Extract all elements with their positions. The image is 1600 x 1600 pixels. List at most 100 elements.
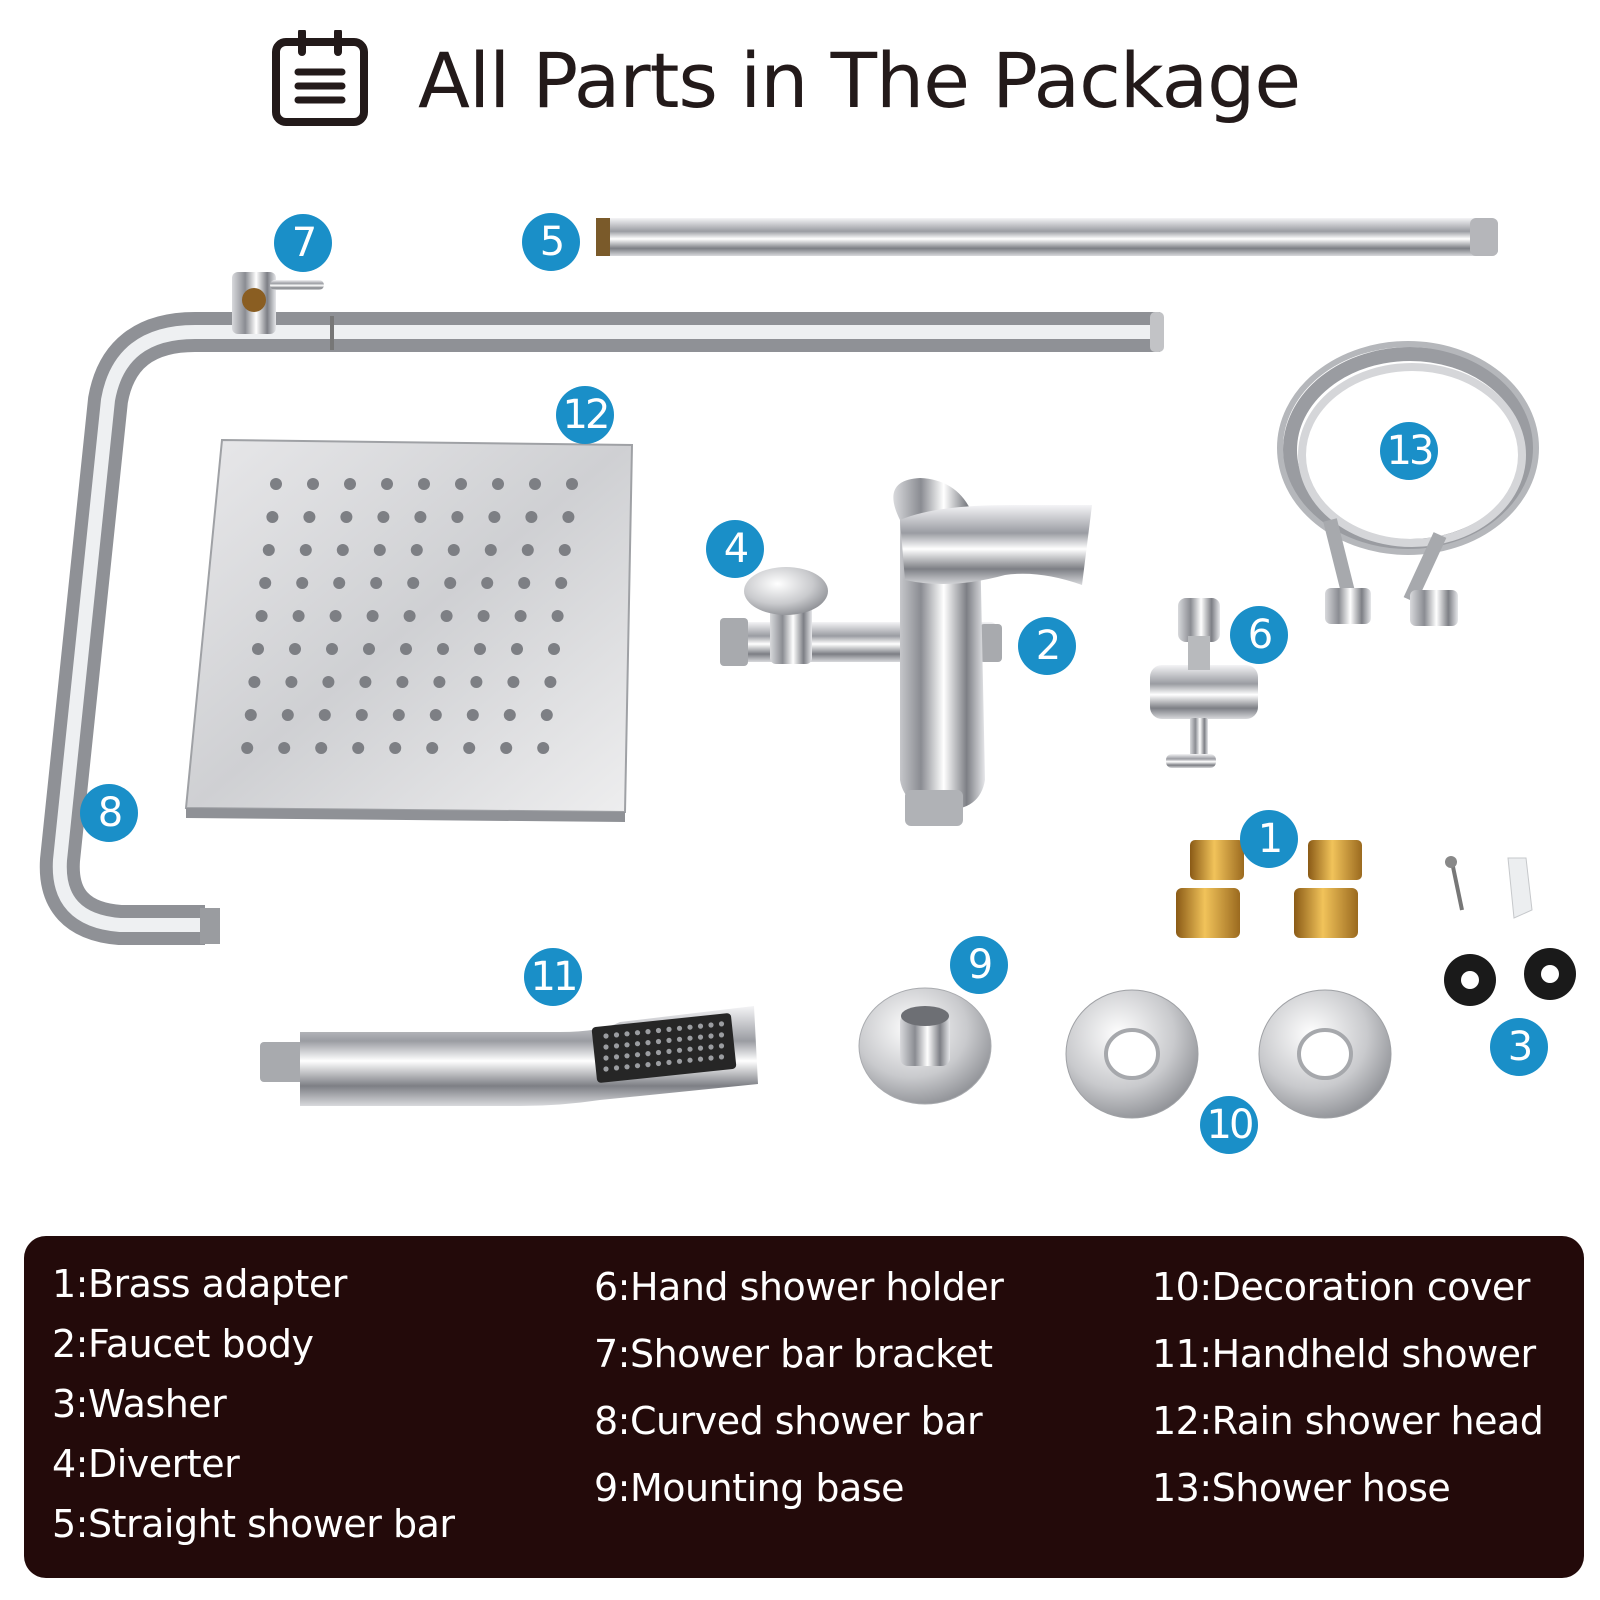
handheld-nozzles [603, 1021, 725, 1072]
nozzle-dot [403, 610, 416, 622]
nozzle-dot [666, 1059, 672, 1065]
part-badge-8: 8 [80, 784, 138, 842]
nozzle-dot [624, 1042, 630, 1048]
nozzle-dot [687, 1024, 693, 1030]
nozzle-dot [359, 676, 372, 688]
nozzle-dot [481, 577, 494, 589]
nozzle-dot [603, 1066, 609, 1072]
nozzle-dot [255, 610, 268, 622]
nozzle-dot [537, 742, 550, 754]
nozzle-dot [340, 511, 353, 523]
nozzle-dot [377, 511, 390, 523]
part-badge-6: 6 [1230, 606, 1288, 664]
nozzle-dot [613, 1032, 620, 1038]
nozzle-dot [303, 511, 316, 523]
nozzle-dot [645, 1051, 651, 1057]
hand-shower-holder [1150, 598, 1258, 768]
shower-hose [1277, 341, 1539, 626]
part-badge-9: 9 [950, 936, 1008, 994]
nozzle-dot [613, 1043, 620, 1049]
header: All Parts in The Package [0, 28, 1600, 128]
part-badge-4: 4 [706, 520, 764, 578]
nozzle-dot [518, 577, 531, 589]
part-badge-11: 11 [524, 948, 582, 1006]
clipboard-list-icon [272, 30, 368, 126]
nozzle-dot [355, 709, 368, 721]
legend-item: 8:Curved shower bar [594, 1399, 983, 1443]
part-badge-10: 10 [1200, 1096, 1258, 1154]
nozzle-dot [484, 544, 497, 556]
nozzle-dot [676, 1047, 683, 1053]
nozzle-dot [708, 1033, 714, 1039]
nozzle-dot [676, 1058, 683, 1064]
legend-item: 9:Mounting base [594, 1466, 905, 1510]
legend-item: 11:Handheld shower [1152, 1332, 1536, 1376]
nozzle-dot [613, 1065, 620, 1071]
nozzle-dot [307, 478, 319, 490]
nozzle-dot [418, 478, 430, 490]
nozzle-dot [414, 511, 427, 523]
parts-legend: 1:Brass adapter 2:Faucet body 3:Washer 4… [24, 1236, 1584, 1578]
nozzle-dot [603, 1033, 609, 1039]
rain-shower-head [184, 438, 634, 822]
nozzle-dot [492, 478, 504, 490]
nozzle-dot [470, 676, 483, 688]
nozzle-dot [697, 1023, 704, 1029]
nozzle-dot [655, 1049, 662, 1056]
nozzle-dot [603, 1044, 609, 1050]
nozzle-dot [447, 544, 460, 556]
screw-and-anchor [1445, 856, 1533, 919]
legend-item: 3:Washer [52, 1382, 227, 1426]
nozzle-dot [370, 577, 383, 589]
nozzle-dot [558, 544, 571, 556]
nozzle-dot [396, 676, 409, 688]
nozzle-dot [666, 1048, 672, 1054]
legend-item: 12:Rain shower head [1152, 1399, 1544, 1443]
nozzle-dot [503, 709, 516, 721]
nozzle-dot [525, 511, 538, 523]
diverter [744, 567, 828, 664]
nozzle-dot [296, 577, 309, 589]
nozzle-dot [634, 1041, 641, 1047]
nozzle-dot [477, 610, 490, 622]
nozzle-dot [281, 709, 294, 721]
nozzle-dot [718, 1032, 725, 1038]
nozzle-dot [426, 742, 439, 754]
nozzle-dot [544, 676, 557, 688]
nozzle-dot [259, 577, 272, 589]
nozzle-dot [655, 1038, 662, 1045]
nozzle-dot [562, 511, 575, 523]
nozzle-dot [634, 1030, 641, 1036]
nozzle-dot [697, 1056, 704, 1062]
shower-bar-bracket [232, 272, 324, 334]
nozzle-dot [315, 742, 328, 754]
part-badge-7: 7 [274, 214, 332, 272]
nozzle-dot [655, 1027, 662, 1034]
legend-column-3: 10:Decoration cover 11:Handheld shower 1… [1152, 1254, 1544, 1522]
nozzle-dot [373, 544, 386, 556]
nozzle-dot [463, 742, 476, 754]
nozzle-dot [666, 1026, 672, 1032]
page-title: All Parts in The Package [418, 36, 1301, 125]
faucet-body [720, 478, 1092, 826]
nozzle-dot [566, 478, 578, 490]
nozzle-dot [392, 709, 405, 721]
nozzle-dot [540, 709, 553, 721]
mounting-base [858, 987, 992, 1105]
straight-shower-bar [596, 218, 1498, 256]
legend-column-2: 6:Hand shower holder 7:Shower bar bracke… [594, 1254, 1004, 1522]
nozzle-dot [318, 709, 331, 721]
nozzle-dot [708, 1044, 714, 1050]
nozzle-dot [634, 1052, 641, 1058]
shower-head-nozzles [241, 478, 578, 754]
nozzle-dot [278, 742, 291, 754]
nozzle-dot [363, 643, 375, 655]
nozzle-dot [322, 676, 335, 688]
nozzle-dot [500, 742, 513, 754]
nozzle-dot [634, 1063, 641, 1069]
nozzle-dot [697, 1045, 704, 1051]
nozzle-dot [511, 643, 523, 655]
nozzle-dot [466, 709, 479, 721]
handheld-shower [260, 1006, 758, 1106]
nozzle-dot [514, 610, 527, 622]
